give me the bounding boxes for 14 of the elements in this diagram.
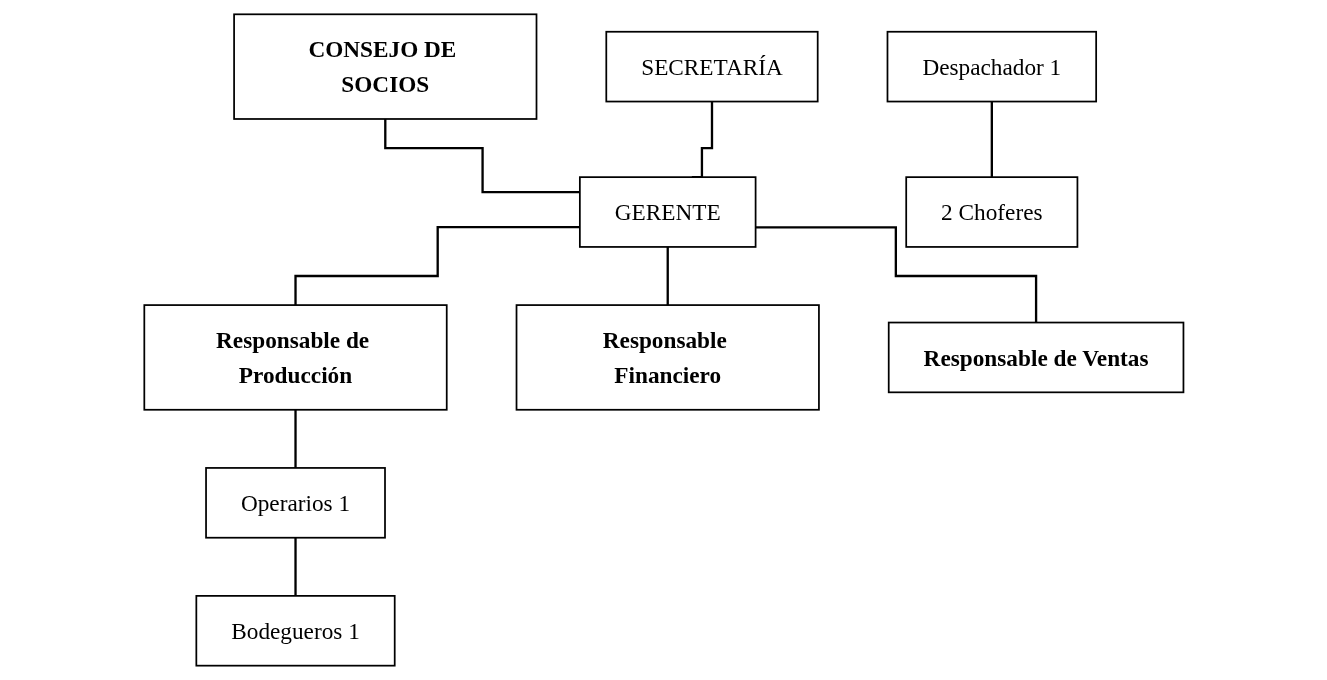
connector [666, 245, 669, 307]
node-box: CONSEJO DE SOCIOS [232, 13, 537, 120]
node-box: SECRETARÍA [605, 30, 819, 103]
connector [293, 226, 580, 307]
connector [990, 100, 993, 179]
node-box: 2 Choferes [904, 176, 1078, 248]
node-box: Responsable de Producción [143, 304, 448, 411]
node-box: Responsable Financiero [515, 304, 820, 411]
node-box: Despachador 1 [886, 30, 1097, 103]
node-box: Operarios 1 [204, 467, 386, 539]
node-box: Bodegueros 1 [195, 595, 396, 667]
connector [755, 226, 1037, 324]
node-box: GERENTE [578, 176, 757, 248]
node-box: Responsable de Ventas [887, 321, 1184, 394]
